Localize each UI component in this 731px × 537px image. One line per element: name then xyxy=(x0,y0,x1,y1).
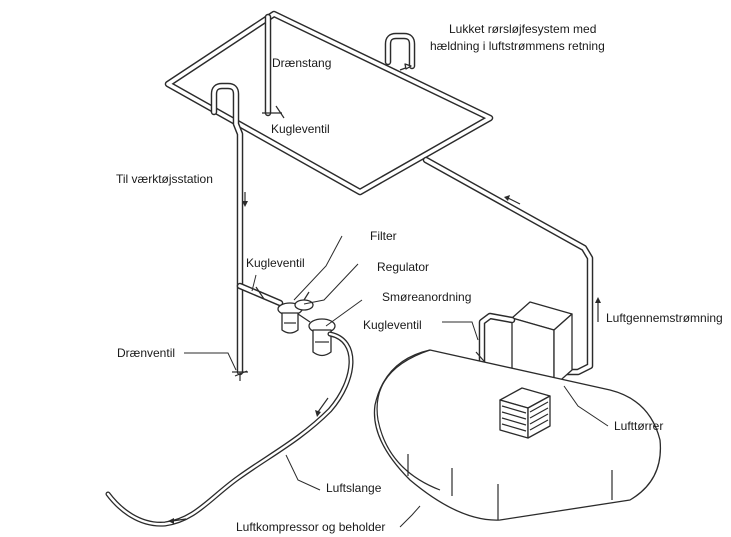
drain-rod-ball-valve-icon xyxy=(262,105,285,119)
label-filter: Filter xyxy=(370,229,397,243)
frl-connector xyxy=(297,313,311,323)
label-air-dryer: Lufttørrer xyxy=(614,419,664,433)
label-closed-loop-line2: hældning i luftstrømmens retning xyxy=(430,39,605,53)
air-dryer-box xyxy=(511,301,573,387)
main-return-pipe xyxy=(422,156,594,376)
main-return-arrow-icon xyxy=(504,195,521,205)
upper-right-arrow-icon xyxy=(399,63,412,71)
left-drop-arrow-icon xyxy=(242,192,248,207)
air-hose xyxy=(105,331,354,527)
airflow-arrow-icon xyxy=(595,297,601,322)
label-drain-valve: Drænventil xyxy=(117,346,176,360)
label-regulator: Regulator xyxy=(377,260,430,274)
label-compressor-tank: Luftkompressor og beholder xyxy=(236,520,386,534)
label-to-tool-station: Til værktøjsstation xyxy=(116,172,213,186)
label-air-hose: Luftslange xyxy=(326,481,382,495)
leader-lines xyxy=(184,235,609,528)
air-hose-end-arrow-icon xyxy=(168,518,187,524)
branch-to-frl xyxy=(236,282,284,307)
label-ball-valve-left: Kugleventil xyxy=(246,256,305,270)
compressor-head xyxy=(499,387,551,439)
left-drop-pipe xyxy=(210,82,244,376)
regulator-unit xyxy=(294,291,314,311)
branch-ball-valve-icon xyxy=(255,286,265,300)
label-ball-valve-right: Kugleventil xyxy=(363,318,422,332)
label-drain-rod: Drænstang xyxy=(272,56,332,70)
drain-valve-icon xyxy=(232,370,248,381)
label-airflow: Luftgennemstrømning xyxy=(606,311,723,325)
label-closed-loop-line1: Lukket rørsløjfesystem med xyxy=(449,22,597,36)
lubricator-unit xyxy=(308,318,336,357)
label-ball-valve-top: Kugleventil xyxy=(271,122,330,136)
upper-right-riser xyxy=(384,32,416,70)
air-hose-arrow-icon xyxy=(315,397,329,417)
label-lubricator: Smøreanordning xyxy=(382,290,472,304)
overhead-pipe-loop xyxy=(164,10,494,196)
